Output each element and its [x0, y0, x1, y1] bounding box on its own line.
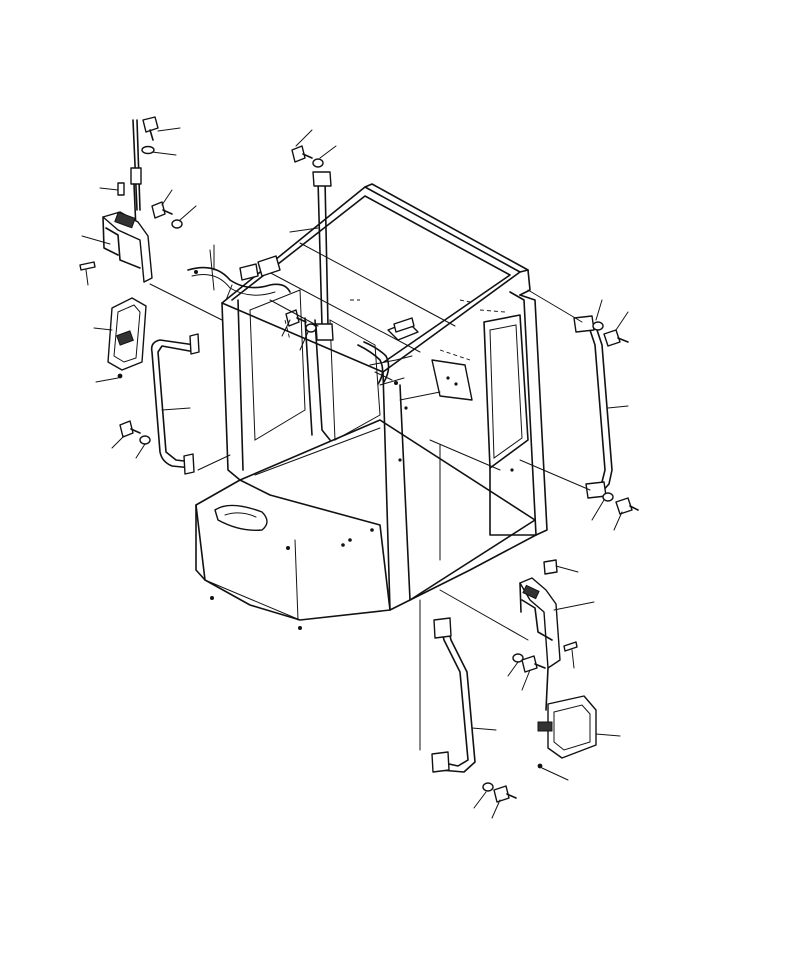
- rear-vertical-handrail: [312, 171, 334, 341]
- wiring-harness-center: [357, 317, 419, 386]
- pin: [563, 641, 578, 652]
- washer: [139, 435, 151, 445]
- pin: [117, 182, 125, 196]
- fasteners: [79, 116, 639, 803]
- wiring-harness-left: [187, 249, 291, 301]
- leader-lines: [81, 127, 629, 819]
- cab-frame: [195, 183, 548, 630]
- bolt: [543, 559, 558, 575]
- right-lower-handrail: [431, 617, 476, 773]
- left-handrail: [150, 333, 200, 475]
- phantom-lines: [149, 283, 591, 751]
- bolt: [291, 145, 313, 163]
- bolt: [142, 116, 159, 141]
- bolt: [119, 420, 141, 438]
- right-upper-handrail: [573, 315, 613, 499]
- antenna: [130, 119, 142, 231]
- bolt: [151, 201, 173, 219]
- right-mirror: [537, 695, 597, 769]
- pin: [79, 261, 96, 271]
- left-mirror-bracket: [102, 211, 153, 283]
- bolt: [493, 785, 517, 803]
- washer: [602, 492, 614, 502]
- left-mirror: [107, 297, 147, 379]
- washer: [592, 321, 604, 331]
- right-mirror-bracket: [519, 577, 561, 711]
- bolt: [603, 329, 629, 347]
- washer: [305, 323, 317, 333]
- bolt: [521, 655, 546, 673]
- bolt: [615, 497, 639, 515]
- washer: [482, 782, 494, 792]
- washer: [141, 145, 155, 155]
- washer: [312, 158, 324, 168]
- washer: [171, 219, 183, 229]
